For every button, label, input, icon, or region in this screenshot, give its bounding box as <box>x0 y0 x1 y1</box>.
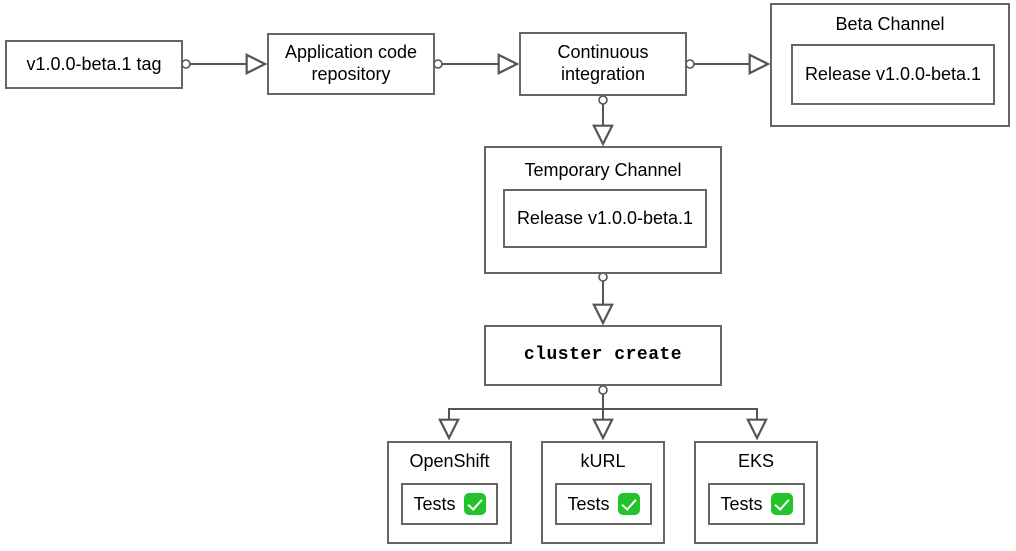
node-continuous-integration-label: Continuous integration <box>557 42 649 84</box>
edge-repo-to-ci <box>433 60 517 68</box>
group-temporary-channel[interactable]: Temporary Channel Release v1.0.0-beta.1 <box>484 146 722 274</box>
check-mark-icon <box>770 493 793 515</box>
openshift-tests-box[interactable]: Tests <box>401 483 498 525</box>
kurl-tests-box[interactable]: Tests <box>555 483 652 525</box>
group-openshift[interactable]: OpenShift Tests <box>387 441 512 544</box>
group-beta-channel-title: Beta Channel <box>835 14 945 34</box>
edge-cluster-create-to-openshift <box>449 385 608 438</box>
node-continuous-integration[interactable]: Continuous integration <box>519 32 687 96</box>
node-cluster-create-label: cluster create <box>523 344 683 365</box>
group-kurl[interactable]: kURL Tests <box>541 441 665 544</box>
node-cluster-create[interactable]: cluster create <box>484 325 722 386</box>
group-openshift-title: OpenShift <box>409 451 490 471</box>
openshift-tests-row: Tests <box>413 493 486 515</box>
kurl-tests-row: Tests <box>567 493 640 515</box>
check-mark-icon <box>617 493 640 515</box>
eks-tests-label: Tests <box>720 493 763 514</box>
group-temporary-channel-title: Temporary Channel <box>524 160 682 180</box>
eks-tests-row: Tests <box>720 493 793 515</box>
temporary-channel-release-label: Release v1.0.0-beta.1 <box>516 208 694 228</box>
node-version-tag[interactable]: v1.0.0-beta.1 tag <box>5 40 183 89</box>
openshift-tests-label: Tests <box>413 493 456 514</box>
node-application-code-repository-label: Application code repository <box>284 42 418 84</box>
temporary-channel-release-box[interactable]: Release v1.0.0-beta.1 <box>503 189 707 248</box>
group-eks[interactable]: EKS Tests <box>694 441 818 544</box>
edge-cluster-create-to-eks <box>603 408 757 438</box>
edge-ci-to-temporary-channel <box>599 95 607 144</box>
node-version-tag-label: v1.0.0-beta.1 tag <box>26 53 162 74</box>
node-application-code-repository[interactable]: Application code repository <box>267 33 435 95</box>
group-kurl-title: kURL <box>580 451 626 471</box>
group-eks-title: EKS <box>737 451 775 471</box>
eks-tests-box[interactable]: Tests <box>708 483 805 525</box>
edge-ci-to-beta-channel <box>685 60 768 68</box>
group-beta-channel[interactable]: Beta Channel Release v1.0.0-beta.1 <box>770 3 1010 127</box>
edge-temporary-channel-to-cluster-create <box>599 272 607 323</box>
beta-channel-release-box[interactable]: Release v1.0.0-beta.1 <box>791 44 995 105</box>
kurl-tests-label: Tests <box>567 493 610 514</box>
check-mark-icon <box>463 493 486 515</box>
beta-channel-release-label: Release v1.0.0-beta.1 <box>804 64 982 84</box>
edge-tag-to-repo <box>181 60 265 68</box>
